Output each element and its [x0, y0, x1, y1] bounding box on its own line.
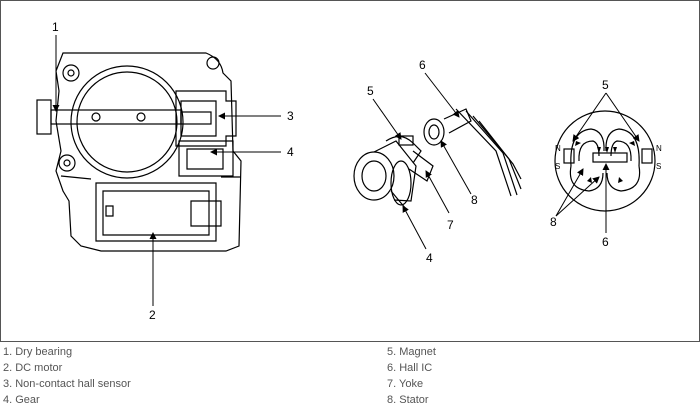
hall-sensor-assembly	[353, 108, 522, 210]
callout-4-middle: 4	[426, 251, 433, 265]
dry-bearing-shaft	[36, 99, 212, 135]
legend-item: 1. Dry bearing	[3, 346, 73, 358]
leader-lines-left	[52, 35, 281, 306]
callout-3: 3	[287, 109, 294, 123]
legend-item: 7. Yoke	[387, 378, 424, 390]
callout-6-right: 6	[602, 235, 609, 249]
callout-6-middle: 6	[419, 58, 426, 72]
legend-column-right: 5. Magnet 6. Hall IC 7. Yoke 8. Stator	[387, 344, 436, 408]
legend-item: 4. Gear	[3, 394, 40, 406]
south-pole-left: S	[555, 162, 560, 171]
callout-8-middle: 8	[471, 193, 478, 207]
north-pole-right: N	[656, 144, 662, 153]
legend-item: 6. Hall IC	[387, 362, 433, 374]
callout-4-left: 4	[287, 145, 294, 159]
flux-arrows	[575, 141, 635, 183]
legend-item: 2. DC motor	[3, 362, 63, 374]
callout-5-middle: 5	[367, 84, 374, 98]
callout-7: 7	[447, 218, 454, 232]
legend-column-left: 1. Dry bearing 2. DC motor 3. Non-contac…	[3, 344, 131, 408]
diagram-frame: N S N S 1 2 3 4 5 6 4 7 8 5 8 6	[0, 0, 700, 342]
callout-2: 2	[149, 308, 156, 322]
south-pole-right: S	[656, 162, 661, 171]
leader-lines-right	[555, 92, 640, 233]
callout-1: 1	[52, 20, 59, 34]
callout-8-right: 8	[550, 215, 557, 229]
legend-item: 5. Magnet	[387, 346, 436, 358]
callout-5-right: 5	[602, 78, 609, 92]
leader-lines-middle	[372, 72, 472, 250]
legend-item: 3. Non-contact hall sensor	[3, 378, 131, 390]
legend-item: 8. Stator	[387, 394, 429, 406]
parts-legend: 1. Dry bearing 2. DC motor 3. Non-contac…	[0, 342, 700, 408]
north-pole-left: N	[555, 144, 561, 153]
magnetic-circuit	[554, 110, 656, 212]
component-diagram: N S N S 1 2 3 4 5 6 4 7 8 5 8 6	[36, 20, 662, 322]
